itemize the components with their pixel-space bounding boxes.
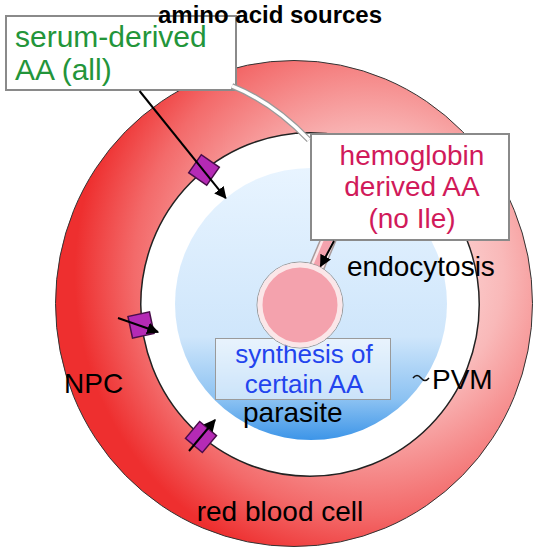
leader-line xyxy=(232,86,309,140)
node-text: PVM xyxy=(432,364,502,396)
transporter-symbol xyxy=(189,155,220,186)
node-text: serum-derived AA (all) xyxy=(15,20,237,86)
transporter-square xyxy=(128,312,154,338)
component-label: NPC xyxy=(64,368,184,400)
node-text: red blood cell xyxy=(160,496,400,528)
transporter-square xyxy=(189,155,220,186)
cell-ellipse-outline xyxy=(56,61,533,547)
vesicle-circle-shape xyxy=(256,261,344,349)
flow-arrow xyxy=(140,91,226,198)
leader-line xyxy=(232,86,309,140)
vesicle-fill xyxy=(260,265,340,345)
flow-arrow xyxy=(321,241,334,266)
transporter-symbol xyxy=(128,312,154,338)
node-text: hemoglobin derived AA (no Ile) xyxy=(322,140,502,234)
node-text: synthesis of certain AA xyxy=(220,340,388,400)
figure-title: amino acid sources xyxy=(0,1,540,29)
pvm-leader xyxy=(413,376,429,381)
transporter-square xyxy=(186,422,217,453)
transport-arrow xyxy=(189,420,215,451)
transporter-symbol xyxy=(186,422,217,453)
vesicle-circle: endocytosis xyxy=(256,261,344,349)
node-text: endocytosis xyxy=(347,251,517,283)
source-box: hemoglobin derived AA (no Ile) xyxy=(310,133,510,241)
transport-arrow xyxy=(118,318,158,332)
vesicle-outline xyxy=(257,262,343,348)
node-text: parasite xyxy=(243,397,353,429)
